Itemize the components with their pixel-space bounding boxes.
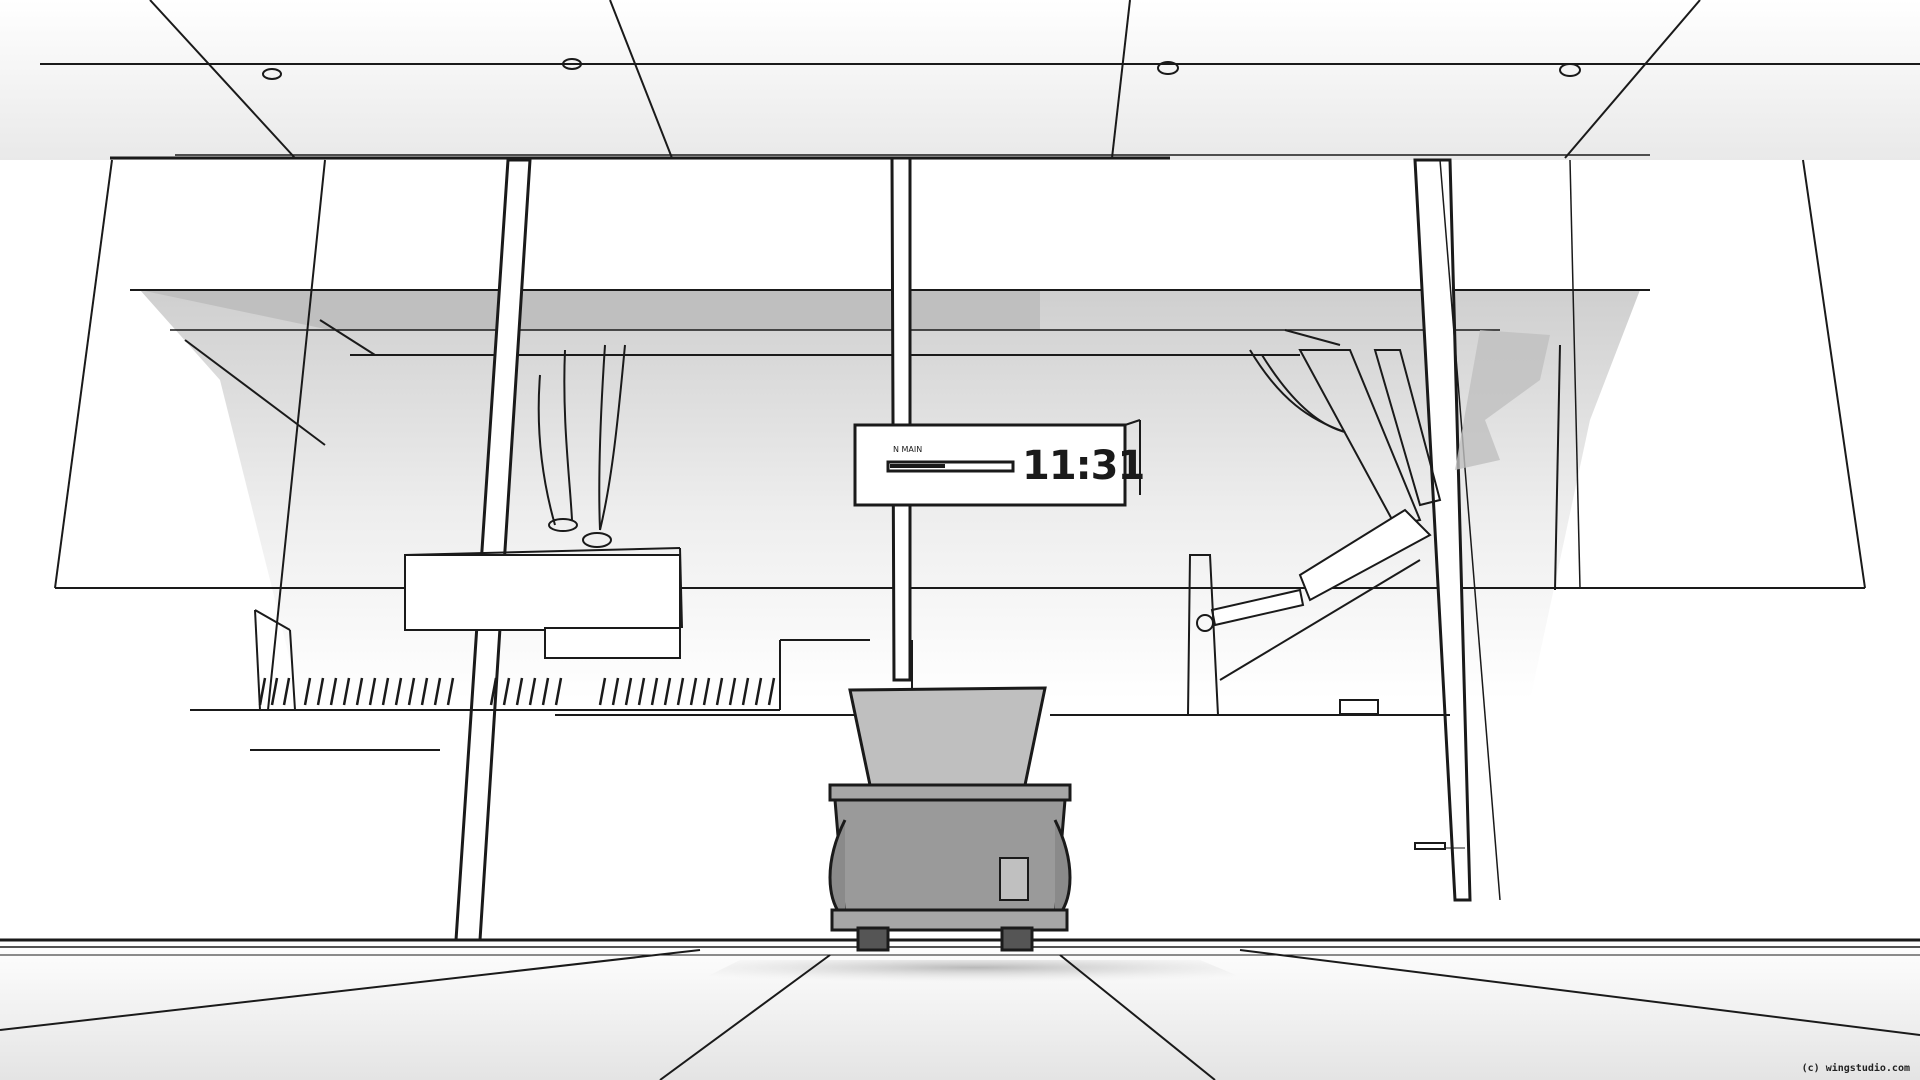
floor: [0, 938, 1920, 1080]
studio-credit: (c) wingstudio.com: [1801, 1063, 1910, 1074]
right-interior: [1050, 329, 1561, 850]
robot-cart: [828, 640, 1072, 952]
window-frames: [54, 159, 1866, 711]
sign-caption: N MAIN: [893, 445, 923, 454]
hanging-sign: [853, 419, 1141, 507]
left-interior: [190, 344, 870, 751]
ceiling: [0, 0, 1920, 160]
sign-clock: 11:31: [1022, 443, 1145, 489]
